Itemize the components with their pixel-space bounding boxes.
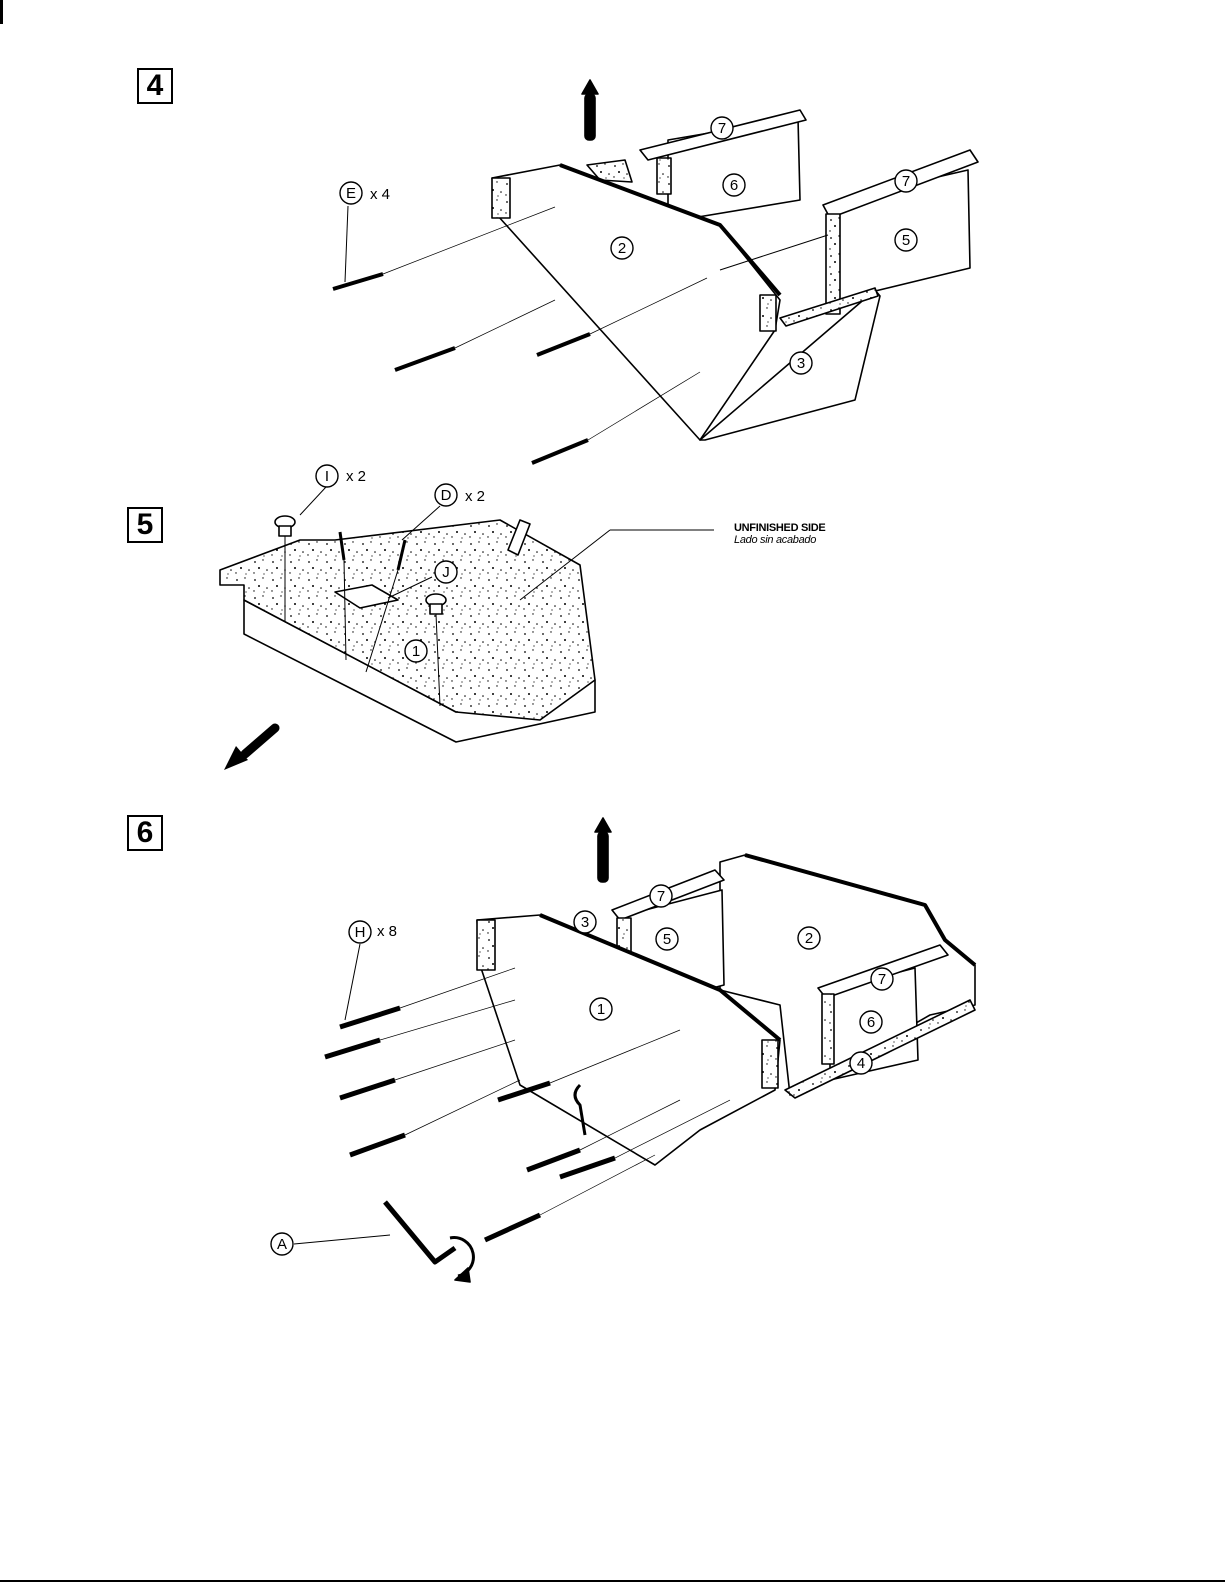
step-6-part-7-front-callout: 7 bbox=[871, 968, 893, 990]
step-6-part-4-callout: 4 bbox=[850, 1052, 872, 1074]
svg-text:E: E bbox=[346, 185, 356, 202]
svg-text:7: 7 bbox=[878, 971, 886, 988]
step-6-part-7-back-callout: 7 bbox=[650, 885, 672, 907]
svg-text:A: A bbox=[277, 1236, 287, 1253]
svg-text:I: I bbox=[325, 468, 329, 485]
svg-text:6: 6 bbox=[867, 1014, 875, 1031]
step-4-part-2-callout: 2 bbox=[611, 237, 633, 259]
step-4-part-7-back-callout: 7 bbox=[711, 117, 733, 139]
step-4-part-6-callout: 6 bbox=[723, 174, 745, 196]
step-6-hardware-h-callout: H bbox=[349, 921, 371, 943]
step-4-diagram bbox=[333, 80, 978, 463]
step-6-part-3-callout: 3 bbox=[574, 911, 596, 933]
step-5-part-1-callout: 1 bbox=[405, 640, 427, 662]
step-6-part-2-callout: 2 bbox=[798, 927, 820, 949]
svg-text:J: J bbox=[442, 564, 450, 581]
svg-text:2: 2 bbox=[805, 930, 813, 947]
svg-text:5: 5 bbox=[663, 931, 671, 948]
svg-text:D: D bbox=[441, 487, 452, 504]
step-4-part-7-right-callout: 7 bbox=[895, 170, 917, 192]
svg-text:4: 4 bbox=[857, 1055, 865, 1072]
svg-text:7: 7 bbox=[902, 173, 910, 190]
step-5-diagram bbox=[220, 487, 714, 770]
down-left-arrow-icon bbox=[224, 728, 275, 770]
svg-text:7: 7 bbox=[657, 888, 665, 905]
step-5-hardware-i-callout: I bbox=[316, 465, 338, 487]
svg-text:7: 7 bbox=[718, 120, 726, 137]
svg-text:1: 1 bbox=[412, 643, 420, 660]
step-6-part-1-callout: 1 bbox=[590, 998, 612, 1020]
step-4-part-3-callout: 3 bbox=[790, 352, 812, 374]
up-arrow-icon bbox=[582, 80, 598, 140]
svg-text:6: 6 bbox=[730, 177, 738, 194]
step-6-diagram bbox=[294, 818, 975, 1282]
up-arrow-icon bbox=[595, 818, 611, 882]
svg-text:2: 2 bbox=[618, 240, 626, 257]
svg-text:3: 3 bbox=[797, 355, 805, 372]
svg-text:5: 5 bbox=[902, 232, 910, 249]
step-6-part-6-callout: 6 bbox=[860, 1011, 882, 1033]
step-6-hardware-a-callout: A bbox=[271, 1233, 293, 1255]
svg-text:H: H bbox=[355, 924, 366, 941]
allen-key-icon bbox=[385, 1202, 473, 1282]
step-5-hardware-j-callout: J bbox=[435, 561, 457, 583]
step-4-hardware-e-callout: E bbox=[340, 182, 362, 204]
step-4-part-5-callout: 5 bbox=[895, 229, 917, 251]
svg-text:1: 1 bbox=[597, 1001, 605, 1018]
svg-text:3: 3 bbox=[581, 914, 589, 931]
step-5-hardware-d-callout: D bbox=[435, 484, 457, 506]
step-6-part-5-callout: 5 bbox=[656, 928, 678, 950]
